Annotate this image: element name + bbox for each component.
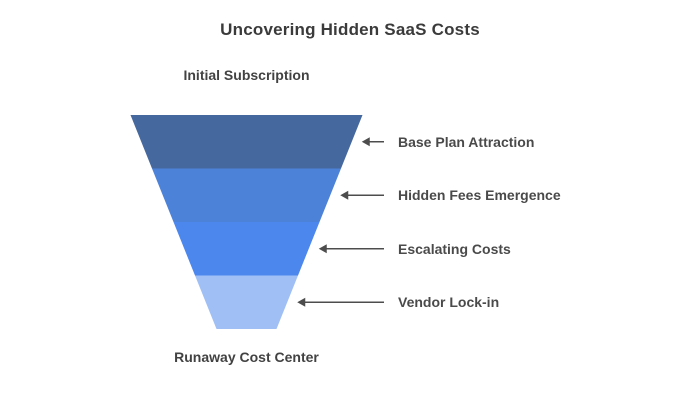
annotation-arrowhead-icon-3 [297,297,306,307]
annotation-arrowhead-icon-1 [340,190,349,200]
annotation-label-hidden-fees-emergence: Hidden Fees Emergence [398,187,561,204]
annotation-label-base-plan-attraction: Base Plan Attraction [398,133,535,150]
chart-title: Uncovering Hidden SaaS Costs [220,20,480,39]
funnel-segment-3 [195,275,298,329]
annotation-label-vendor-lock-in: Vendor Lock-in [398,294,500,311]
funnel-top-label: Initial Subscription [183,67,310,83]
funnel-segment-0 [130,115,363,169]
funnel-segment-2 [173,222,320,276]
annotation-label-escalating-costs: Escalating Costs [398,240,511,257]
annotation-arrowhead-icon-2 [318,244,327,254]
funnel-segment-1 [152,168,341,222]
annotation-arrowhead-icon-0 [361,137,370,147]
funnel-bottom-label: Runaway Cost Center [174,349,319,365]
